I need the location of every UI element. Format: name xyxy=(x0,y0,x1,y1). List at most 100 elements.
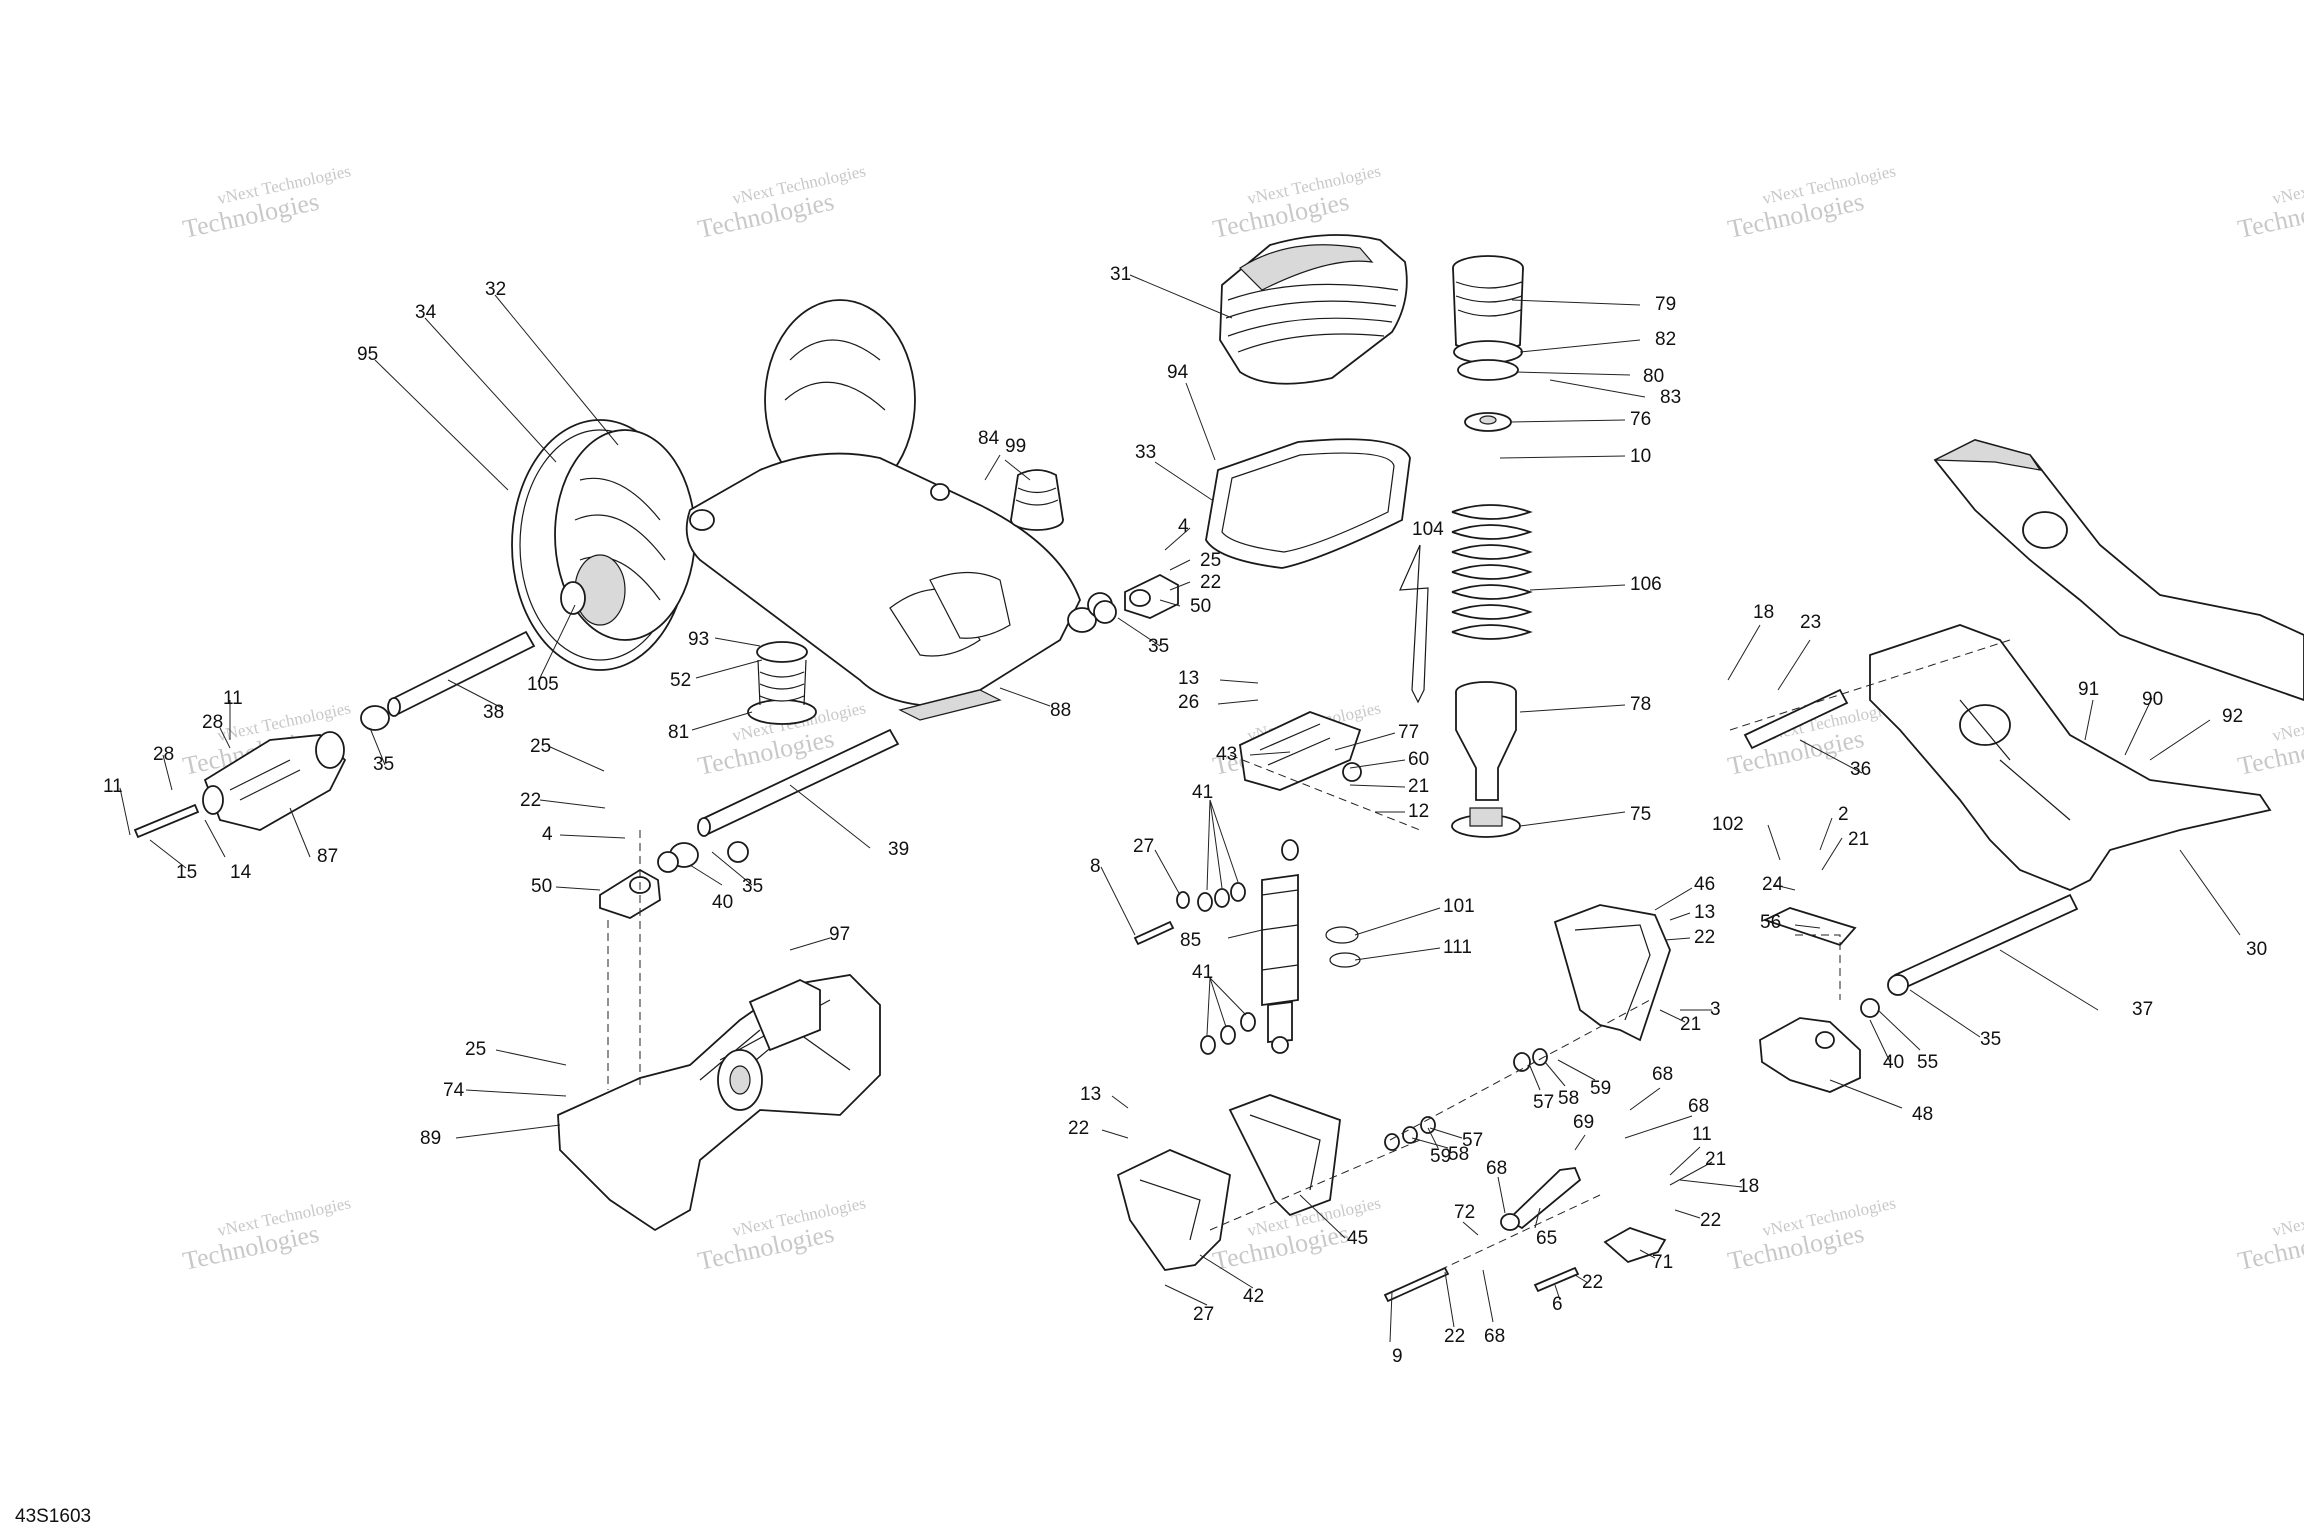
callout-31: 31 xyxy=(1110,264,1131,285)
callout-59: 59 xyxy=(1430,1146,1451,1167)
callout-22: 22 xyxy=(1068,1118,1089,1139)
callout-8: 8 xyxy=(1090,856,1101,877)
callout-40: 40 xyxy=(1883,1052,1904,1073)
shaft-39 xyxy=(657,728,900,873)
bumper-99 xyxy=(1010,469,1064,531)
callout-69: 69 xyxy=(1573,1112,1594,1133)
callout-88: 88 xyxy=(1050,700,1071,721)
callout-34: 34 xyxy=(415,302,437,323)
callout-11: 11 xyxy=(223,688,243,709)
callout-38: 38 xyxy=(483,702,504,723)
callout-40: 40 xyxy=(712,892,733,913)
wire-hook xyxy=(1399,544,1429,704)
callout-46: 46 xyxy=(1694,874,1715,895)
callout-35: 35 xyxy=(742,876,763,897)
callout-28: 28 xyxy=(153,744,174,765)
callout-101: 101 xyxy=(1443,896,1475,917)
callout-91: 91 xyxy=(2078,679,2099,700)
callout-23: 23 xyxy=(1800,612,1821,633)
callout-75: 75 xyxy=(1630,804,1651,825)
callout-15: 15 xyxy=(176,862,197,883)
callout-76: 76 xyxy=(1630,409,1651,430)
callout-18: 18 xyxy=(1738,1176,1759,1197)
callout-4: 4 xyxy=(542,824,553,845)
bracket-71 xyxy=(1603,1227,1667,1264)
washer-35-right xyxy=(1887,974,1909,996)
callout-28: 28 xyxy=(202,712,223,733)
callout-83: 83 xyxy=(1660,387,1681,408)
callout-21: 21 xyxy=(1705,1149,1726,1170)
leader-lines xyxy=(119,274,2241,1343)
callout-43: 43 xyxy=(1216,744,1237,765)
callout-58: 58 xyxy=(1448,1144,1469,1165)
callout-85: 85 xyxy=(1180,930,1201,951)
callout-11: 11 xyxy=(103,776,123,797)
link-65 xyxy=(1500,1167,1582,1231)
callout-13: 13 xyxy=(1080,1084,1101,1105)
callout-6: 6 xyxy=(1552,1294,1563,1315)
callout-97: 97 xyxy=(829,924,850,945)
bracket-42 xyxy=(1116,1149,1231,1271)
callout-13: 13 xyxy=(1178,668,1199,689)
shaft-37 xyxy=(1893,893,2079,991)
boot-81 xyxy=(747,641,817,725)
callout-21: 21 xyxy=(1680,1014,1701,1035)
callout-45: 45 xyxy=(1347,1228,1368,1249)
callout-90: 90 xyxy=(2142,689,2163,710)
callout-55: 55 xyxy=(1917,1052,1938,1073)
subframe-89 xyxy=(557,974,881,1232)
callout-104: 104 xyxy=(1412,519,1444,540)
callout-102: 102 xyxy=(1712,814,1744,835)
callout-68: 68 xyxy=(1652,1064,1673,1085)
callout-14: 14 xyxy=(230,862,252,883)
callout-80: 80 xyxy=(1643,366,1664,387)
callout-89: 89 xyxy=(420,1128,441,1149)
callout-60: 60 xyxy=(1408,749,1429,770)
callout-41: 41 xyxy=(1192,782,1213,803)
bushings-41 xyxy=(1176,882,1256,1055)
callout-22: 22 xyxy=(1444,1326,1465,1347)
callout-48: 48 xyxy=(1912,1104,1933,1125)
callout-50: 50 xyxy=(1190,596,1211,617)
callout-68: 68 xyxy=(1688,1096,1709,1117)
bracket-48 xyxy=(1759,1017,1861,1093)
callout-32: 32 xyxy=(485,279,506,300)
callout-94: 94 xyxy=(1167,362,1189,383)
callout-9: 9 xyxy=(1392,1346,1403,1367)
callout-22: 22 xyxy=(1582,1272,1603,1293)
washer-35-left xyxy=(727,841,749,863)
bracket-46 xyxy=(1553,904,1671,1042)
callout-81: 81 xyxy=(668,722,689,743)
parts-layer xyxy=(133,234,2304,1303)
knuckle-87 xyxy=(133,731,347,839)
callout-22: 22 xyxy=(1694,927,1715,948)
callout-37: 37 xyxy=(2132,999,2153,1020)
callout-35: 35 xyxy=(1148,636,1169,657)
callout-22: 22 xyxy=(520,790,541,811)
callout-68: 68 xyxy=(1486,1158,1507,1179)
callout-65: 65 xyxy=(1536,1228,1557,1249)
callout-74: 74 xyxy=(443,1080,465,1101)
callout-35: 35 xyxy=(373,754,394,775)
rear-swing-arm-30 xyxy=(1869,624,2272,891)
callout-18: 18 xyxy=(1753,602,1774,623)
callout-50: 50 xyxy=(531,876,552,897)
rear-frame-90 xyxy=(1933,439,2304,701)
callout-41: 41 xyxy=(1192,962,1213,983)
callout-56: 56 xyxy=(1760,912,1781,933)
callout-39: 39 xyxy=(888,839,909,860)
shaft-38 xyxy=(360,630,536,731)
callout-106: 106 xyxy=(1630,574,1662,595)
swing-arm xyxy=(685,299,1097,721)
air-filter-housing xyxy=(1219,234,1408,385)
gasket-frame xyxy=(1205,438,1411,569)
bracket-45 xyxy=(1228,1094,1341,1217)
callout-10: 10 xyxy=(1630,446,1651,467)
coil-spring xyxy=(1451,504,1533,640)
